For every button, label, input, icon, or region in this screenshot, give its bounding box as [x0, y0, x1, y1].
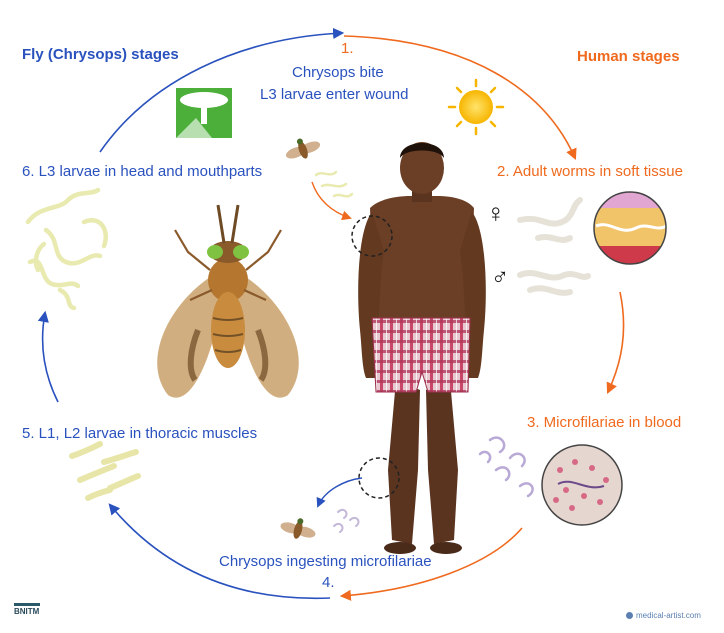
step-1-number: 1.: [341, 40, 354, 57]
cycle-arc-3-to-4: [339, 527, 523, 601]
cycle-arc-4-to-5: [108, 503, 331, 600]
cycle-arc-2-to-3: [606, 291, 625, 395]
forest-icon: [176, 88, 232, 138]
small-fly-bottom-icon: [280, 518, 316, 539]
leg-dashed-circle: [358, 457, 400, 499]
fly-stages-header: Fly (Chrysops) stages: [22, 46, 179, 63]
bnitm-logo-text: BNITM: [14, 607, 40, 616]
ingested-microfilariae-illustration: [333, 508, 360, 533]
ingest-arrow: [316, 477, 363, 508]
male-symbol: ♂: [491, 264, 509, 291]
step-3-label: 3. Microfilariae in blood: [527, 414, 682, 431]
tissue-section-illustration: [593, 191, 667, 265]
sun-icon: [447, 78, 505, 136]
adult-worms-illustration: [517, 197, 591, 296]
shoulder-dashed-circle: [351, 215, 393, 257]
microfilariae-illustration: [478, 436, 534, 498]
blood-smear-illustration: [541, 444, 623, 526]
l3-larvae-illustration: [25, 187, 108, 311]
credit-text: medical-artist.com: [626, 611, 701, 620]
step-5-label: 5. L1, L2 larvae in thoracic muscles: [22, 425, 258, 442]
human-figure: [358, 142, 486, 554]
bite-larvae-illustration: [314, 170, 354, 198]
step-6-label: 6. L3 larvae in head and mouthparts: [22, 163, 263, 180]
small-fly-top-icon: [285, 138, 321, 159]
credit-info-icon: [626, 612, 633, 620]
bnitm-logo-bar: [14, 603, 40, 606]
bite-arrow: [311, 181, 352, 221]
cycle-arc-1-to-2: [343, 35, 577, 161]
step-1-line-2: L3 larvae enter wound: [260, 86, 409, 103]
step-2-label: 2. Adult worms in soft tissue: [497, 163, 683, 180]
step-4-number: 4.: [322, 574, 335, 591]
credit-site: medical-artist.com: [636, 611, 701, 620]
step-4-label: Chrysops ingesting microfilariae: [219, 553, 432, 570]
l1-l2-larvae-illustration: [69, 441, 141, 501]
chrysops-fly-illustration: [157, 204, 299, 398]
female-symbol: ♀: [486, 198, 506, 228]
cycle-arc-5-to-6: [37, 310, 59, 403]
step-1-line-1: Chrysops bite: [292, 64, 384, 81]
cycle-arc-6-to-1: [99, 27, 345, 153]
human-stages-header: Human stages: [577, 48, 680, 65]
